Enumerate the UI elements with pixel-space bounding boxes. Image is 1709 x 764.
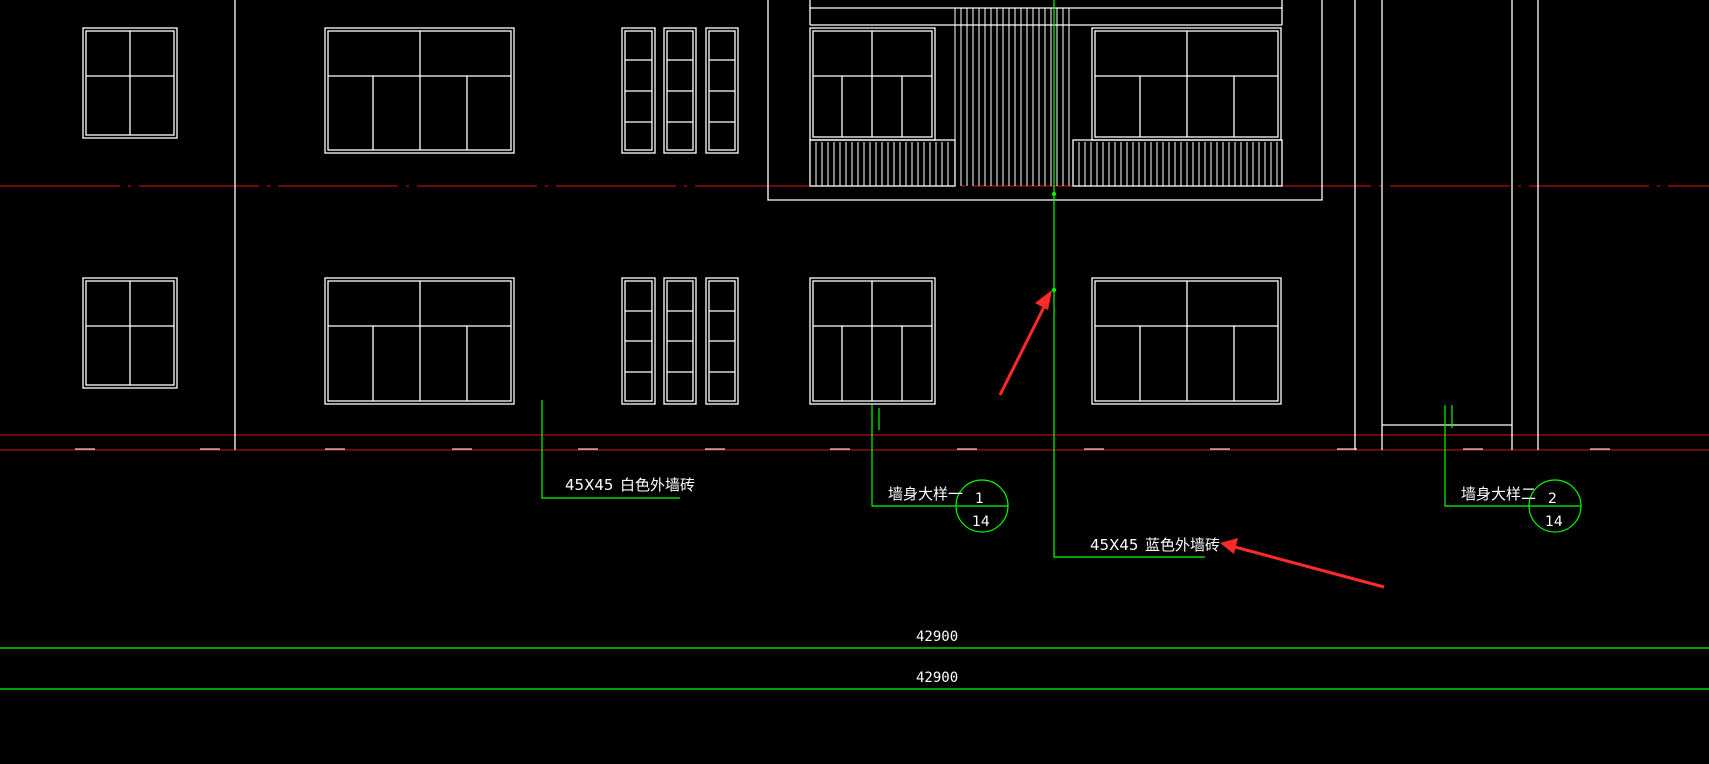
white-tile-name-label: 白色外墙砖	[620, 476, 695, 494]
balcony-railing-left	[809, 139, 956, 187]
leader-blue-tile	[1053, 0, 1205, 558]
building-outline	[234, 0, 1539, 450]
detail-2-sheet: 14	[1545, 514, 1563, 530]
windows-upper-floor	[82, 27, 1282, 154]
window-narrow-set-lower	[621, 277, 739, 405]
detail-2-label: 墙身大样二	[1461, 485, 1536, 503]
white-tile-size-label: 45X45	[565, 476, 613, 494]
leader-detail-1	[871, 405, 955, 507]
detail-1-sheet: 14	[972, 514, 990, 530]
detail-callout-1	[955, 479, 1009, 533]
windows-lower-floor	[82, 277, 1282, 405]
axis-lines	[0, 185, 1709, 451]
vertical-slat-screen	[954, 8, 1070, 186]
detail-callout-2	[1528, 479, 1582, 533]
blue-tile-name-label: 蓝色外墙砖	[1145, 536, 1220, 554]
window-wide-lower-1	[324, 277, 515, 405]
dimension-lower-value: 42900	[916, 670, 958, 686]
window-square-lower	[82, 277, 178, 389]
leader-detail-2	[1444, 405, 1530, 507]
window-wide-lower-2	[1091, 277, 1282, 405]
balcony-railing-right	[1072, 139, 1283, 187]
highlight-arrow-left	[1220, 538, 1385, 589]
dimension-upper-value: 42900	[916, 629, 958, 645]
window-balcony-upper-right	[1091, 27, 1282, 141]
leader-white-tile	[541, 400, 680, 499]
highlight-arrow-up	[998, 290, 1052, 396]
window-mid-lower	[809, 277, 936, 405]
dimension-lines	[0, 647, 1709, 690]
window-wide-upper-1	[324, 27, 515, 154]
blue-tile-size-label: 45X45	[1090, 536, 1138, 554]
window-square-upper	[82, 27, 178, 139]
leader-lines	[541, 0, 1530, 558]
detail-1-number: 1	[975, 491, 984, 507]
detail-2-number: 2	[1548, 491, 1557, 507]
detail-1-label: 墙身大样一	[888, 485, 963, 503]
window-balcony-upper-left	[809, 27, 936, 141]
window-narrow-set-upper	[621, 27, 739, 154]
